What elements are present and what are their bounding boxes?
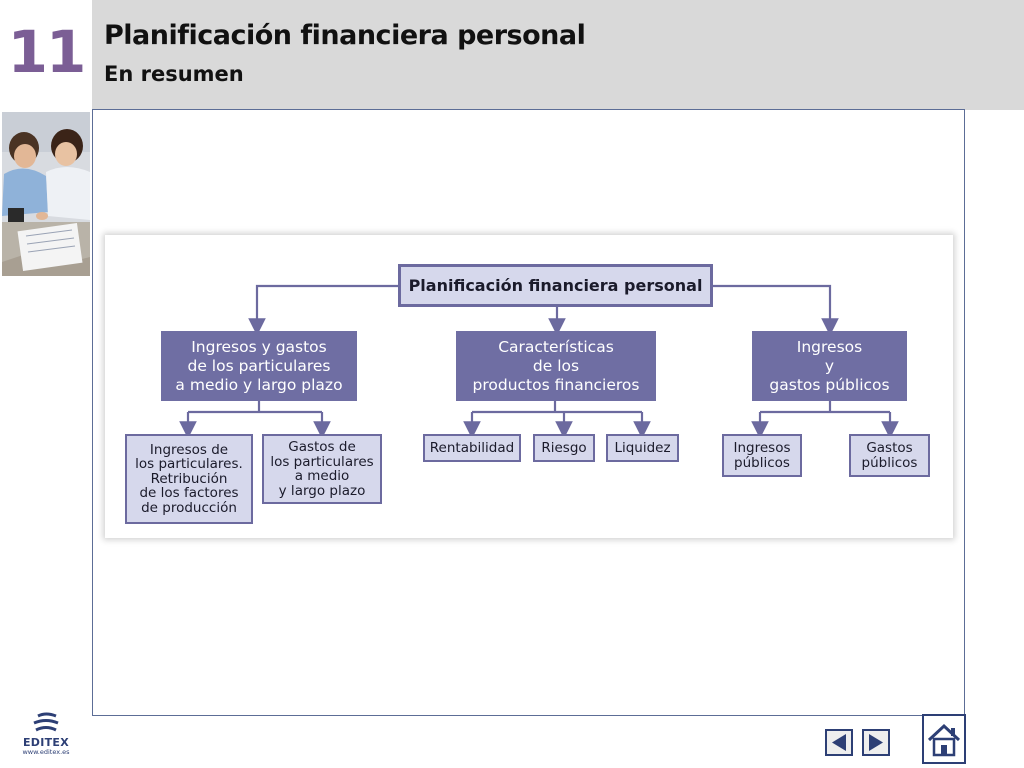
root-node: Planificación financiera personal [398,264,713,307]
node-line: Ingresos y gastos [191,337,327,356]
node-line: Retribución [150,470,228,487]
concept-map: Planificación financiera personal Ingres… [105,235,953,538]
people-finance-photo [2,112,90,276]
node-line: de los factores [139,485,239,502]
node-ingresos-gastos-publicos: Ingresos y gastos públicos [752,331,907,401]
node-line: Riesgo [541,439,587,456]
node-line: de los [532,356,580,375]
node-line: a medio y largo plazo [175,375,343,394]
unit-strip: 11 [0,0,92,110]
home-icon [927,723,961,757]
editex-logo-text: EDITEX [22,736,70,749]
concept-map-connectors [179,284,899,439]
node-line: de los particulares [187,356,331,375]
node-caracteristicas-productos: Características de los productos financi… [456,331,656,401]
node-line: Gastos de [288,439,356,455]
node-line: productos financieros [472,375,640,394]
node-line: los particulares [270,453,374,470]
node-line: Ingresos [733,440,791,456]
node-line: gastos públicos [769,375,890,394]
node-riesgo: Riesgo [533,434,595,462]
node-line: Ingresos de [149,441,229,458]
node-ingresos-publicos: Ingresos públicos [722,434,802,477]
node-line: los particulares. [135,456,243,473]
next-button[interactable] [862,729,890,756]
unit-number: 11 [7,18,87,86]
node-line: Rentabilidad [429,439,515,456]
node-line: públicos [861,454,918,471]
node-liquidez: Liquidez [606,434,679,462]
root-node-label: Planificación financiera personal [408,276,703,295]
page-subtitle: En resumen [104,62,244,86]
home-button[interactable] [922,714,966,764]
node-ingresos-gastos-particulares: Ingresos y gastos de los particulares a … [161,331,357,401]
next-arrow-icon [869,734,883,751]
node-line: de producción [141,499,237,516]
page-title: Planificación financiera personal [104,20,586,51]
node-line: públicos [734,454,790,471]
previous-arrow-icon [832,734,846,751]
node-line: y largo plazo [278,482,366,499]
node-gastos-particulares: Gastos de los particulares a medio y lar… [262,434,382,504]
node-ingresos-particulares: Ingresos de los particulares. Retribució… [125,434,253,524]
editex-logo-icon [33,712,59,732]
previous-button[interactable] [825,729,853,756]
node-line: Liquidez [614,439,671,456]
node-line: Características [498,337,614,356]
node-line: Gastos [866,440,913,456]
editex-logo[interactable]: EDITEX www.editex.es [18,712,74,756]
node-line: y [824,356,835,375]
node-rentabilidad: Rentabilidad [423,434,521,462]
node-line: Ingresos [796,337,863,356]
node-line: a medio [294,468,350,484]
editex-url: www.editex.es [22,748,70,756]
node-gastos-publicos: Gastos públicos [849,434,930,477]
header-band: Planificación financiera personal En res… [92,0,1024,110]
